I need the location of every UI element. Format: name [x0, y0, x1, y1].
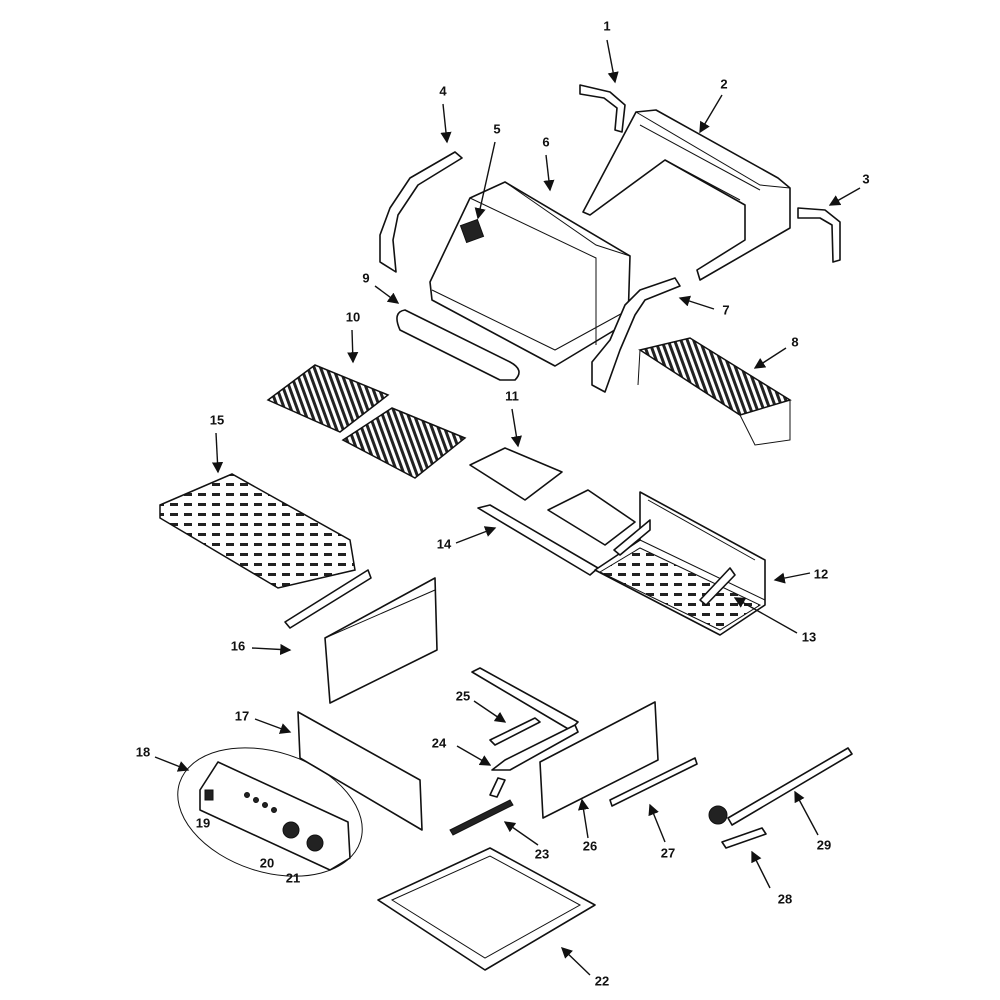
part-9-hood-handle: [396, 309, 520, 381]
label-1: 1: [603, 18, 610, 33]
callout-labels: 1 2 3 4 5 6 7 8 9 10 11 12 13 14 15 16 1…: [136, 18, 870, 988]
label-24: 24: [432, 735, 447, 750]
part-25-bracket: [489, 717, 541, 746]
part-28-valve-bracket: [721, 827, 767, 849]
part-11-flavorizer-bars: [469, 447, 636, 546]
part-7-side-trim: [591, 277, 681, 393]
label-29: 29: [817, 837, 831, 852]
label-6: 6: [542, 134, 549, 149]
part-17-side-panel: [297, 711, 423, 831]
label-13: 13: [802, 629, 816, 644]
part-10-cooking-grates: [266, 364, 467, 479]
label-10: 10: [346, 309, 360, 324]
label-22: 22: [595, 973, 609, 988]
label-12: 12: [814, 566, 828, 581]
label-18: 18: [136, 744, 150, 759]
label-9: 9: [362, 270, 369, 285]
label-19: 19: [196, 815, 210, 830]
label-28: 28: [778, 891, 792, 906]
label-16: 16: [231, 638, 245, 653]
label-2: 2: [720, 76, 727, 91]
part-16-rear-panel: [324, 577, 438, 704]
part-4-side-trim: [379, 151, 463, 273]
label-21: 21: [286, 870, 300, 885]
part-27-rail: [609, 757, 698, 807]
label-7: 7: [722, 302, 729, 317]
label-25: 25: [456, 688, 470, 703]
label-23: 23: [535, 846, 549, 861]
part-2-hood-frame: [582, 109, 791, 281]
label-3: 3: [862, 171, 869, 186]
label-5: 5: [493, 121, 500, 136]
label-11: 11: [505, 388, 519, 403]
part-3-hood-bracket: [797, 207, 841, 263]
part-6-hood: [429, 181, 631, 367]
part-26-side-panel: [539, 701, 659, 819]
part-29-gas-manifold: [708, 747, 853, 826]
callout-arrows: [154, 39, 861, 976]
part-24-igniter-assembly: [471, 667, 579, 798]
part-13-rail: [613, 519, 651, 556]
part-23-igniter-wire: [449, 799, 514, 836]
label-15: 15: [210, 412, 224, 427]
part-12-firebox: [594, 491, 766, 636]
label-26: 26: [583, 838, 597, 853]
label-14: 14: [437, 536, 452, 551]
label-8: 8: [791, 334, 798, 349]
part-15-heat-deflector: [159, 473, 372, 629]
part-22-bottom-tray: [377, 847, 596, 971]
part-21-control-knob: [306, 834, 324, 852]
part-18-control-panel: [177, 747, 363, 877]
part-20-control-knob: [282, 821, 300, 839]
label-27: 27: [661, 845, 675, 860]
part-5-thermometer: [459, 218, 485, 244]
label-20: 20: [260, 855, 274, 870]
part-1-hood-bracket: [579, 84, 626, 133]
label-17: 17: [235, 708, 249, 723]
part-19-logo-badge: [204, 789, 214, 801]
part-8-warming-rack: [637, 337, 792, 446]
label-4: 4: [439, 83, 447, 98]
